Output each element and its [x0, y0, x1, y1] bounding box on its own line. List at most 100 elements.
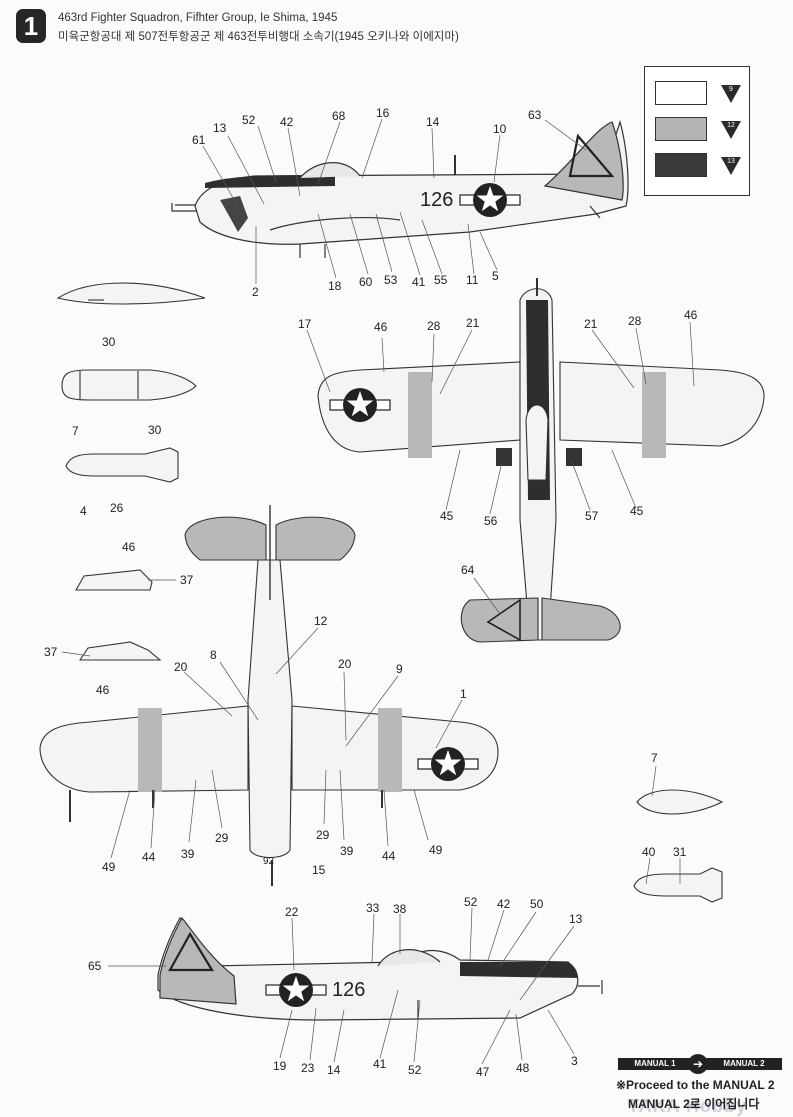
side-view-right-profile — [157, 916, 603, 1021]
belly-code: 92 — [263, 856, 275, 867]
manual-nav: MANUAL 1 ➔ MANUAL 2 — [618, 1054, 784, 1074]
callout-13: 13 — [213, 121, 227, 135]
callout-31: 31 — [673, 845, 687, 859]
callout-64: 64 — [461, 563, 475, 577]
callout-22: 22 — [285, 905, 299, 919]
next-arrow-icon: ➔ — [688, 1054, 708, 1074]
callout-52: 52 — [464, 895, 478, 909]
callout-39: 39 — [340, 844, 354, 858]
callout-14: 14 — [426, 115, 440, 129]
callout-16: 16 — [376, 106, 390, 120]
callout-45: 45 — [630, 504, 644, 518]
callout-8: 8 — [210, 648, 217, 662]
callout-44: 44 — [142, 850, 156, 864]
top-planform — [317, 278, 765, 643]
callout-46: 46 — [96, 683, 110, 697]
callout-17: 17 — [298, 317, 312, 331]
callout-49: 49 — [429, 843, 443, 857]
callout-48: 48 — [516, 1061, 530, 1075]
callout-56: 56 — [484, 514, 498, 528]
callout-60: 60 — [359, 275, 373, 289]
manual-2-tab: MANUAL 2 — [706, 1058, 782, 1070]
callout-42: 42 — [280, 115, 294, 129]
callout-7: 7 — [651, 751, 658, 765]
callout-13: 13 — [569, 912, 583, 926]
manual-1-tab: MANUAL 1 — [618, 1058, 692, 1070]
callout-49: 49 — [102, 860, 116, 874]
callout-46: 46 — [122, 540, 136, 554]
callout-20: 20 — [174, 660, 188, 674]
scheme-subtitle: 미육군항공대 제 507전투항공군 제 463전투비행대 소속기(1945 오키… — [58, 31, 459, 43]
callout-55: 55 — [434, 273, 448, 287]
paint-number: 13 — [727, 158, 735, 165]
swatch-grey — [655, 117, 707, 141]
callout-19: 19 — [273, 1059, 287, 1073]
side-view-left-profile — [171, 119, 629, 258]
callout-11: 11 — [466, 273, 479, 287]
callout-29: 29 — [215, 831, 229, 845]
callout-44: 44 — [382, 849, 396, 863]
paint-number-triangle: 12 — [721, 121, 741, 139]
callout-52: 52 — [242, 113, 256, 127]
scheme-title: 463rd Fighter Squadron, Fifhter Group, I… — [58, 12, 338, 24]
step-badge: 1 — [16, 9, 46, 43]
callout-9: 9 — [396, 662, 403, 676]
side-code-bottom: 126 — [332, 979, 365, 1001]
callout-33: 33 — [366, 901, 380, 915]
callout-63: 63 — [528, 108, 542, 122]
callout-30: 30 — [148, 423, 162, 437]
callout-21: 21 — [466, 316, 480, 330]
callout-61: 61 — [192, 133, 206, 147]
callout-2: 2 — [252, 285, 259, 299]
swatch-white — [655, 81, 707, 105]
callout-52: 52 — [408, 1063, 422, 1077]
callout-15: 15 — [312, 863, 326, 877]
callout-21: 21 — [584, 317, 598, 331]
callout-40: 40 — [642, 845, 656, 859]
leader-lines — [61, 118, 695, 1065]
callout-38: 38 — [393, 902, 407, 916]
callout-41: 41 — [412, 275, 426, 289]
callout-50: 50 — [530, 897, 544, 911]
callout-42: 42 — [497, 897, 511, 911]
callout-14: 14 — [327, 1063, 341, 1077]
callout-20: 20 — [338, 657, 352, 671]
callout-47: 47 — [476, 1065, 490, 1079]
proceed-note-en: ※Proceed to the MANUAL 2 — [616, 1078, 775, 1092]
callout-39: 39 — [181, 847, 195, 861]
callout-18: 18 — [328, 279, 342, 293]
callout-12: 12 — [314, 614, 328, 628]
callout-30: 30 — [102, 335, 116, 349]
callout-57: 57 — [585, 509, 599, 523]
callout-10: 10 — [493, 122, 507, 136]
callout-7: 7 — [72, 424, 79, 438]
drop-tanks — [56, 282, 724, 903]
watermark: TAKA Hobby — [628, 1096, 747, 1116]
callout-23: 23 — [301, 1061, 315, 1075]
callout-29: 29 — [316, 828, 330, 842]
callout-28: 28 — [628, 314, 642, 328]
callout-5: 5 — [492, 269, 499, 283]
side-code-top: 126 — [420, 189, 453, 211]
paint-legend: 9 12 13 — [644, 66, 750, 196]
callout-26: 26 — [110, 501, 124, 515]
callout-46: 46 — [374, 320, 388, 334]
callout-4: 4 — [80, 504, 87, 518]
callout-28: 28 — [427, 319, 441, 333]
paint-number-triangle: 9 — [721, 85, 741, 103]
callout-68: 68 — [332, 109, 346, 123]
paint-number: 12 — [727, 122, 735, 129]
proceed-note-ko: MANUAL 2로 이어집니다 — [628, 1097, 760, 1111]
callout-53: 53 — [384, 273, 398, 287]
paint-number: 9 — [729, 86, 733, 93]
paint-number-triangle: 13 — [721, 157, 741, 175]
callout-37: 37 — [44, 645, 58, 659]
callout-37: 37 — [180, 573, 194, 587]
swatch-dark — [655, 153, 707, 177]
callout-3: 3 — [571, 1054, 578, 1068]
callout-65: 65 — [88, 959, 102, 973]
callout-41: 41 — [373, 1057, 387, 1071]
callout-45: 45 — [440, 509, 454, 523]
